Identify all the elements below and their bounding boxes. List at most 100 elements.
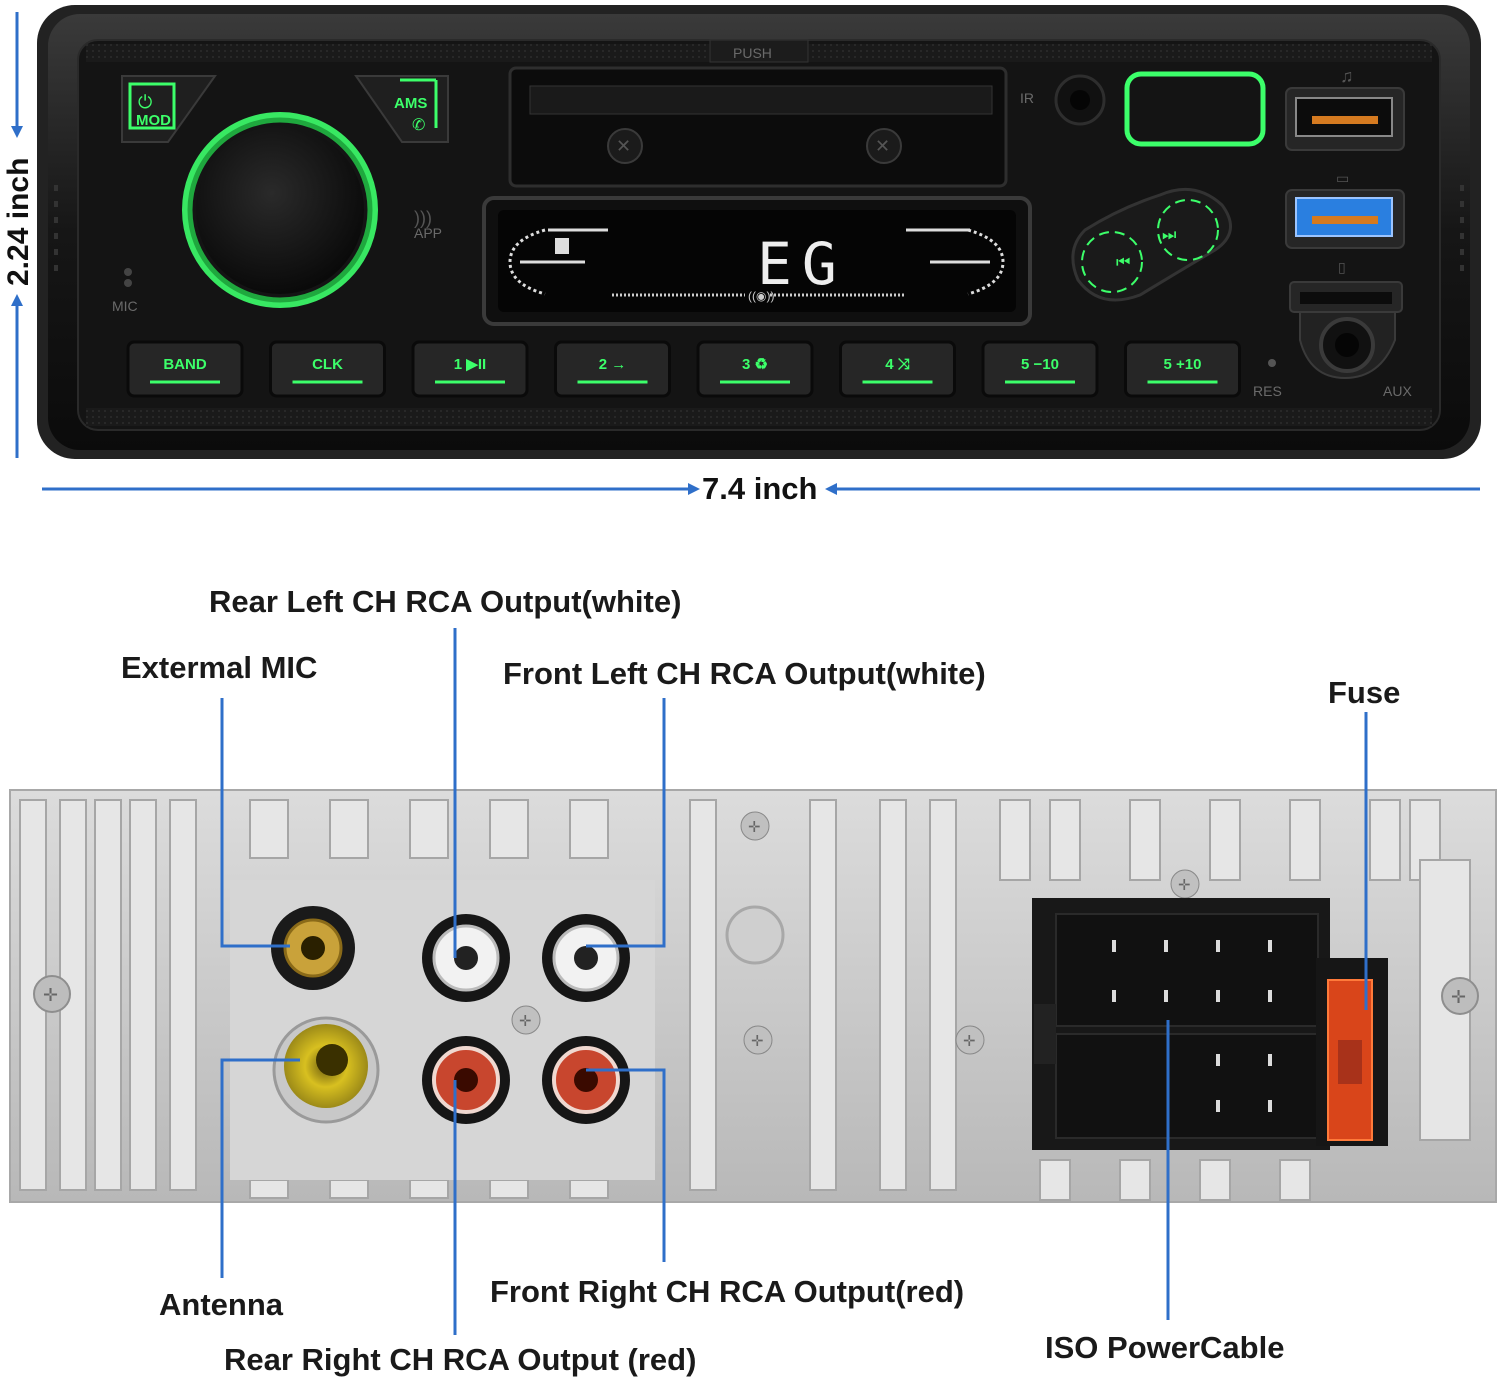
label-front-left-rca: Front Left CH RCA Output(white) [503,656,986,691]
res-label: RES [1253,383,1282,399]
svg-text:✛: ✛ [748,819,761,836]
preset-button-8[interactable]: 5 +10 [1124,340,1241,398]
preset-button-7[interactable]: 5 −10 [981,340,1099,398]
rca-front-right-red[interactable] [542,1036,630,1124]
height-label: 2.24 inch [2,158,35,286]
antenna-jack[interactable] [272,1016,380,1124]
height-dimension: 2.24 inch [2,12,35,458]
heatsink-fin [569,799,609,859]
label-external-mic: Extermal MIC [121,650,318,685]
preset-button-3[interactable]: 1 ▶II [411,340,529,398]
screw-icon [866,128,902,164]
preset-button-6[interactable]: 4 ⤨ [839,340,956,398]
preset-button-label: 5 −10 [1021,356,1059,373]
mod-button[interactable]: MOD ⏻ [121,75,217,143]
preset-button-label: BAND [163,356,206,373]
display-text: EG [757,230,847,298]
phone-icon: ✆ [412,117,425,134]
mod-label: MOD [136,112,171,129]
heatsink-fin [689,799,717,1191]
preset-button-row: BAND CLK 1 ▶II 2 → 3 ♻ 4 ⤨ 5 −10 5 +10 [126,340,1241,398]
screw-icon [33,975,71,1013]
fuse[interactable] [1316,958,1388,1146]
heatsink-fin [409,799,449,859]
screw-icon [511,1005,541,1035]
heatsink-fin [329,799,369,859]
heatsink-fin [1039,1159,1071,1201]
preset-button-label: 1 ▶II [454,356,486,373]
next-icon: ⏭ [1162,227,1176,244]
preset-button-2[interactable]: CLK [269,340,386,398]
ir-lens [1070,90,1090,110]
back-panel: ✛ ✛ [9,789,1497,1203]
bluetooth-icon: ((◉)) [748,289,774,303]
heatsink-fins [19,799,1471,1201]
media-controls: ⏮ ⏭ [1071,187,1232,302]
leader-external-mic [220,698,290,948]
preset-button-1[interactable]: BAND [126,340,244,398]
heatsink-fin [489,1179,529,1199]
heatsink-fin [1209,799,1241,881]
heatsink-fin [1049,799,1081,881]
wifi-icon: ))) [414,208,432,228]
preset-button-label: CLK [312,356,343,373]
preset-button-label: 4 ⤨ [885,356,910,373]
mic-hole [124,268,132,276]
app-label: APP [414,225,442,241]
svg-text:✛: ✛ [1178,877,1191,894]
heatsink-fin [569,1179,609,1199]
svg-text:✛: ✛ [963,1033,976,1050]
ams-button[interactable]: AMS ✆ [354,75,449,143]
external-mic-jack[interactable] [271,906,355,990]
sd-display-icon [555,238,569,254]
heatsink-fin [1369,799,1401,881]
ams-label: AMS [394,95,427,112]
preset-button-5[interactable]: 3 ♻ [696,340,814,398]
preset-button-label: 5 +10 [1164,356,1202,373]
screw-icon [607,128,643,164]
svg-text:✛: ✛ [1451,987,1466,1007]
status-light [1124,71,1266,147]
heatsink-fin [489,799,529,859]
prev-button[interactable] [1081,231,1143,293]
rca-rear-right-red[interactable] [422,1036,510,1124]
leader-front-left [586,698,666,948]
rca-rear-left-white[interactable] [422,914,510,1002]
svg-text:✛: ✛ [751,1033,764,1050]
next-button[interactable] [1157,199,1219,261]
mic-label: MIC [112,298,138,314]
heatsink-fin [999,799,1031,881]
label-iso-power: ISO PowerCable [1045,1330,1285,1365]
heatsink-fin [809,799,837,1191]
screw-icon [1441,977,1479,1015]
volume-knob[interactable] [182,112,378,308]
label-rear-right-rca: Rear Right CH RCA Output (red) [224,1342,697,1377]
heatsink-fin [1129,799,1161,881]
push-tab[interactable] [709,39,809,63]
heatsink-fin [129,799,157,1191]
mod-frame-icon [128,82,176,130]
heatsink-fin [1289,799,1321,881]
heatsink-fin [249,799,289,859]
label-front-right-rca: Front Right CH RCA Output(red) [490,1274,965,1309]
svg-text:✛: ✛ [43,985,58,1005]
label-antenna: Antenna [159,1287,283,1322]
leader-lines [220,628,1368,1335]
display-screen [498,210,1016,312]
preset-button-4[interactable]: 2 → [554,340,671,398]
front-panel: PUSH MOD ⏻ AMS ✆ MIC ))) APP [37,5,1481,459]
slot-opening [529,85,993,115]
heatsink-fin [249,1179,289,1199]
iso-connector[interactable] [1032,898,1330,1150]
svg-text:✕: ✕ [616,136,631,156]
label-fuse: Fuse [1328,675,1401,710]
push-label: PUSH [733,45,772,61]
sd-card-icon: ▯ [1338,259,1346,275]
screw-icon [743,1025,773,1055]
rca-front-left-white[interactable] [542,914,630,1002]
reset-hole[interactable] [1268,359,1276,367]
heatsink-fin [409,1179,449,1199]
svg-text:✕: ✕ [875,136,890,156]
svg-text:✛: ✛ [519,1013,532,1030]
